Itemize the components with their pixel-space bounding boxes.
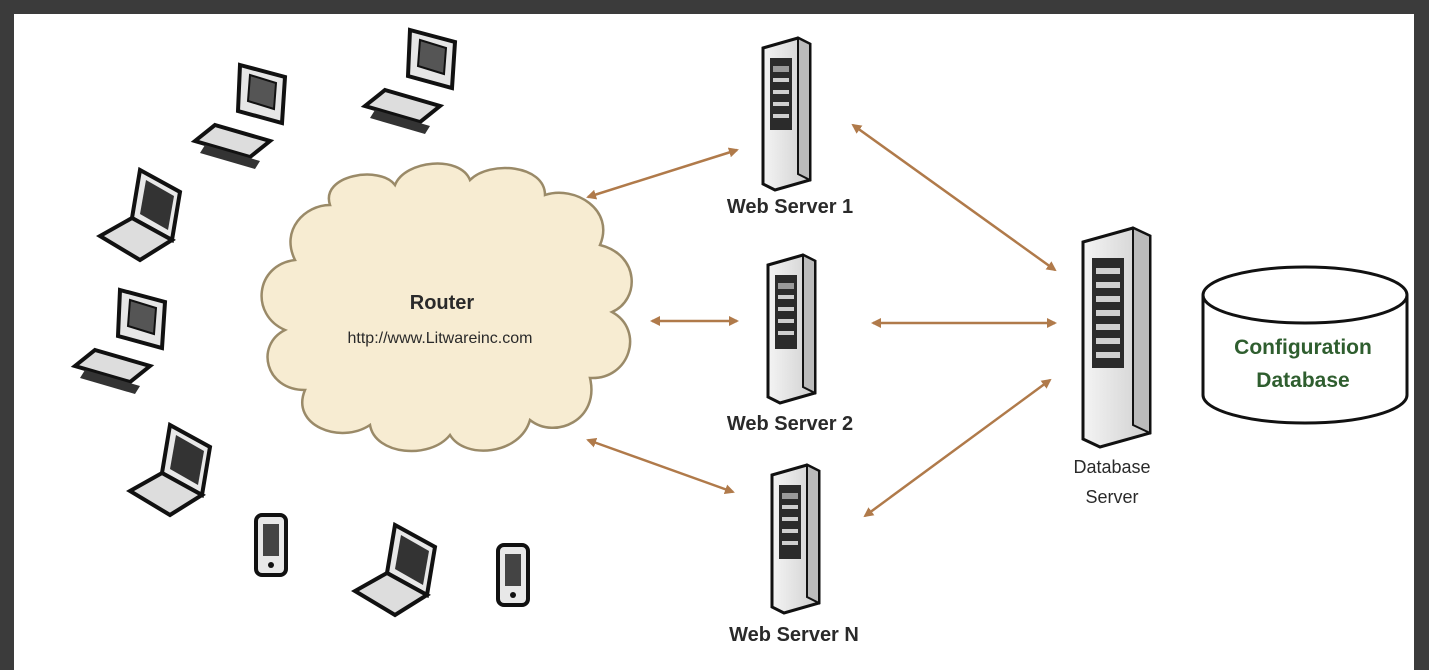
phone-icon — [496, 543, 530, 607]
canvas-background — [14, 14, 1414, 670]
arrow-webserver1-dbserver — [851, 123, 1057, 272]
phone-icon — [254, 513, 288, 577]
arrow-webservern-dbserver — [863, 378, 1052, 518]
config-db-label-line1: Configuration — [1234, 336, 1372, 359]
web-server-2-label: Web Server 2 — [727, 413, 853, 435]
web-server-1-icon — [761, 36, 812, 192]
database-server-label-line2: Server — [1085, 487, 1138, 507]
laptop-icon — [126, 421, 213, 518]
router-cloud — [260, 162, 633, 453]
web-server-2-icon — [766, 253, 817, 405]
configuration-database-icon — [1201, 265, 1409, 425]
arrow-router-webservern — [586, 437, 735, 495]
desktop-icon — [190, 62, 288, 169]
web-server-n-label: Web Server N — [729, 624, 859, 646]
desktop-icon — [360, 27, 458, 134]
web-server-n-icon — [770, 463, 821, 615]
database-server-icon — [1081, 226, 1152, 449]
laptop-icon — [351, 521, 438, 618]
arrow-router-webserver1 — [586, 147, 739, 200]
web-server-1-label: Web Server 1 — [727, 196, 853, 218]
laptop-icon — [96, 166, 183, 263]
router-title: Router — [410, 292, 475, 314]
database-server-label-line1: Database — [1073, 457, 1150, 477]
router-url: http://www.Litwareinc.com — [348, 330, 533, 347]
config-db-label-line2: Database — [1256, 369, 1349, 392]
desktop-icon — [70, 287, 168, 394]
